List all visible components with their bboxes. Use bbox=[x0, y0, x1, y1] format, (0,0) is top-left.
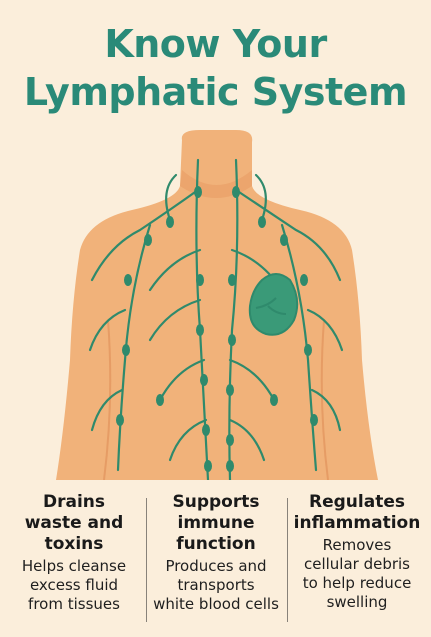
torso-body bbox=[56, 130, 378, 480]
lymph-nodes bbox=[116, 186, 318, 472]
benefit-regulates: Regulates inflammation Removes cellular … bbox=[287, 492, 427, 632]
benefit-description: Produces and transports white blood cell… bbox=[146, 557, 286, 614]
description-line: to help reduce bbox=[302, 574, 412, 592]
heading-line: inflammation bbox=[293, 513, 421, 533]
column-divider bbox=[146, 498, 147, 622]
arm-line-right bbox=[320, 319, 329, 480]
heading-line: immune bbox=[177, 513, 255, 533]
title-line-1: Know Your bbox=[104, 22, 327, 66]
benefit-heading: Regulates inflammation bbox=[287, 492, 427, 534]
heading-line: toxins bbox=[44, 534, 104, 554]
heading-line: Regulates bbox=[309, 492, 405, 512]
heading-line: Supports bbox=[172, 492, 260, 512]
benefit-drains: Drains waste and toxins Helps cleanse ex… bbox=[4, 492, 144, 632]
heading-line: waste and bbox=[24, 513, 124, 533]
page-title: Know Your Lymphatic System bbox=[0, 20, 431, 116]
description-line: cellular debris bbox=[303, 555, 411, 573]
benefit-heading: Supports immune function bbox=[146, 492, 286, 555]
description-line: white blood cells bbox=[153, 595, 279, 613]
description-line: from tissues bbox=[28, 595, 120, 613]
benefit-description: Helps cleanse excess fluid from tissues bbox=[4, 557, 144, 614]
title-line-2: Lymphatic System bbox=[23, 70, 408, 114]
description-line: excess fluid bbox=[29, 576, 119, 594]
description-line: transports bbox=[177, 576, 255, 594]
description-line: swelling bbox=[326, 593, 388, 611]
benefits-row: Drains waste and toxins Helps cleanse ex… bbox=[0, 492, 431, 632]
heading-line: function bbox=[176, 534, 256, 554]
description-line: Produces and bbox=[165, 557, 267, 575]
benefit-description: Removes cellular debris to help reduce s… bbox=[287, 536, 427, 612]
column-divider bbox=[287, 498, 288, 622]
benefit-supports: Supports immune function Produces and tr… bbox=[146, 492, 286, 632]
arm-line-left bbox=[103, 319, 112, 480]
description-line: Removes bbox=[322, 536, 392, 554]
benefit-heading: Drains waste and toxins bbox=[4, 492, 144, 555]
heading-line: Drains bbox=[42, 492, 105, 512]
spleen-organ bbox=[248, 273, 299, 336]
torso-illustration bbox=[56, 130, 378, 480]
spleen-vessel bbox=[255, 297, 287, 315]
description-line: Helps cleanse bbox=[21, 557, 127, 575]
